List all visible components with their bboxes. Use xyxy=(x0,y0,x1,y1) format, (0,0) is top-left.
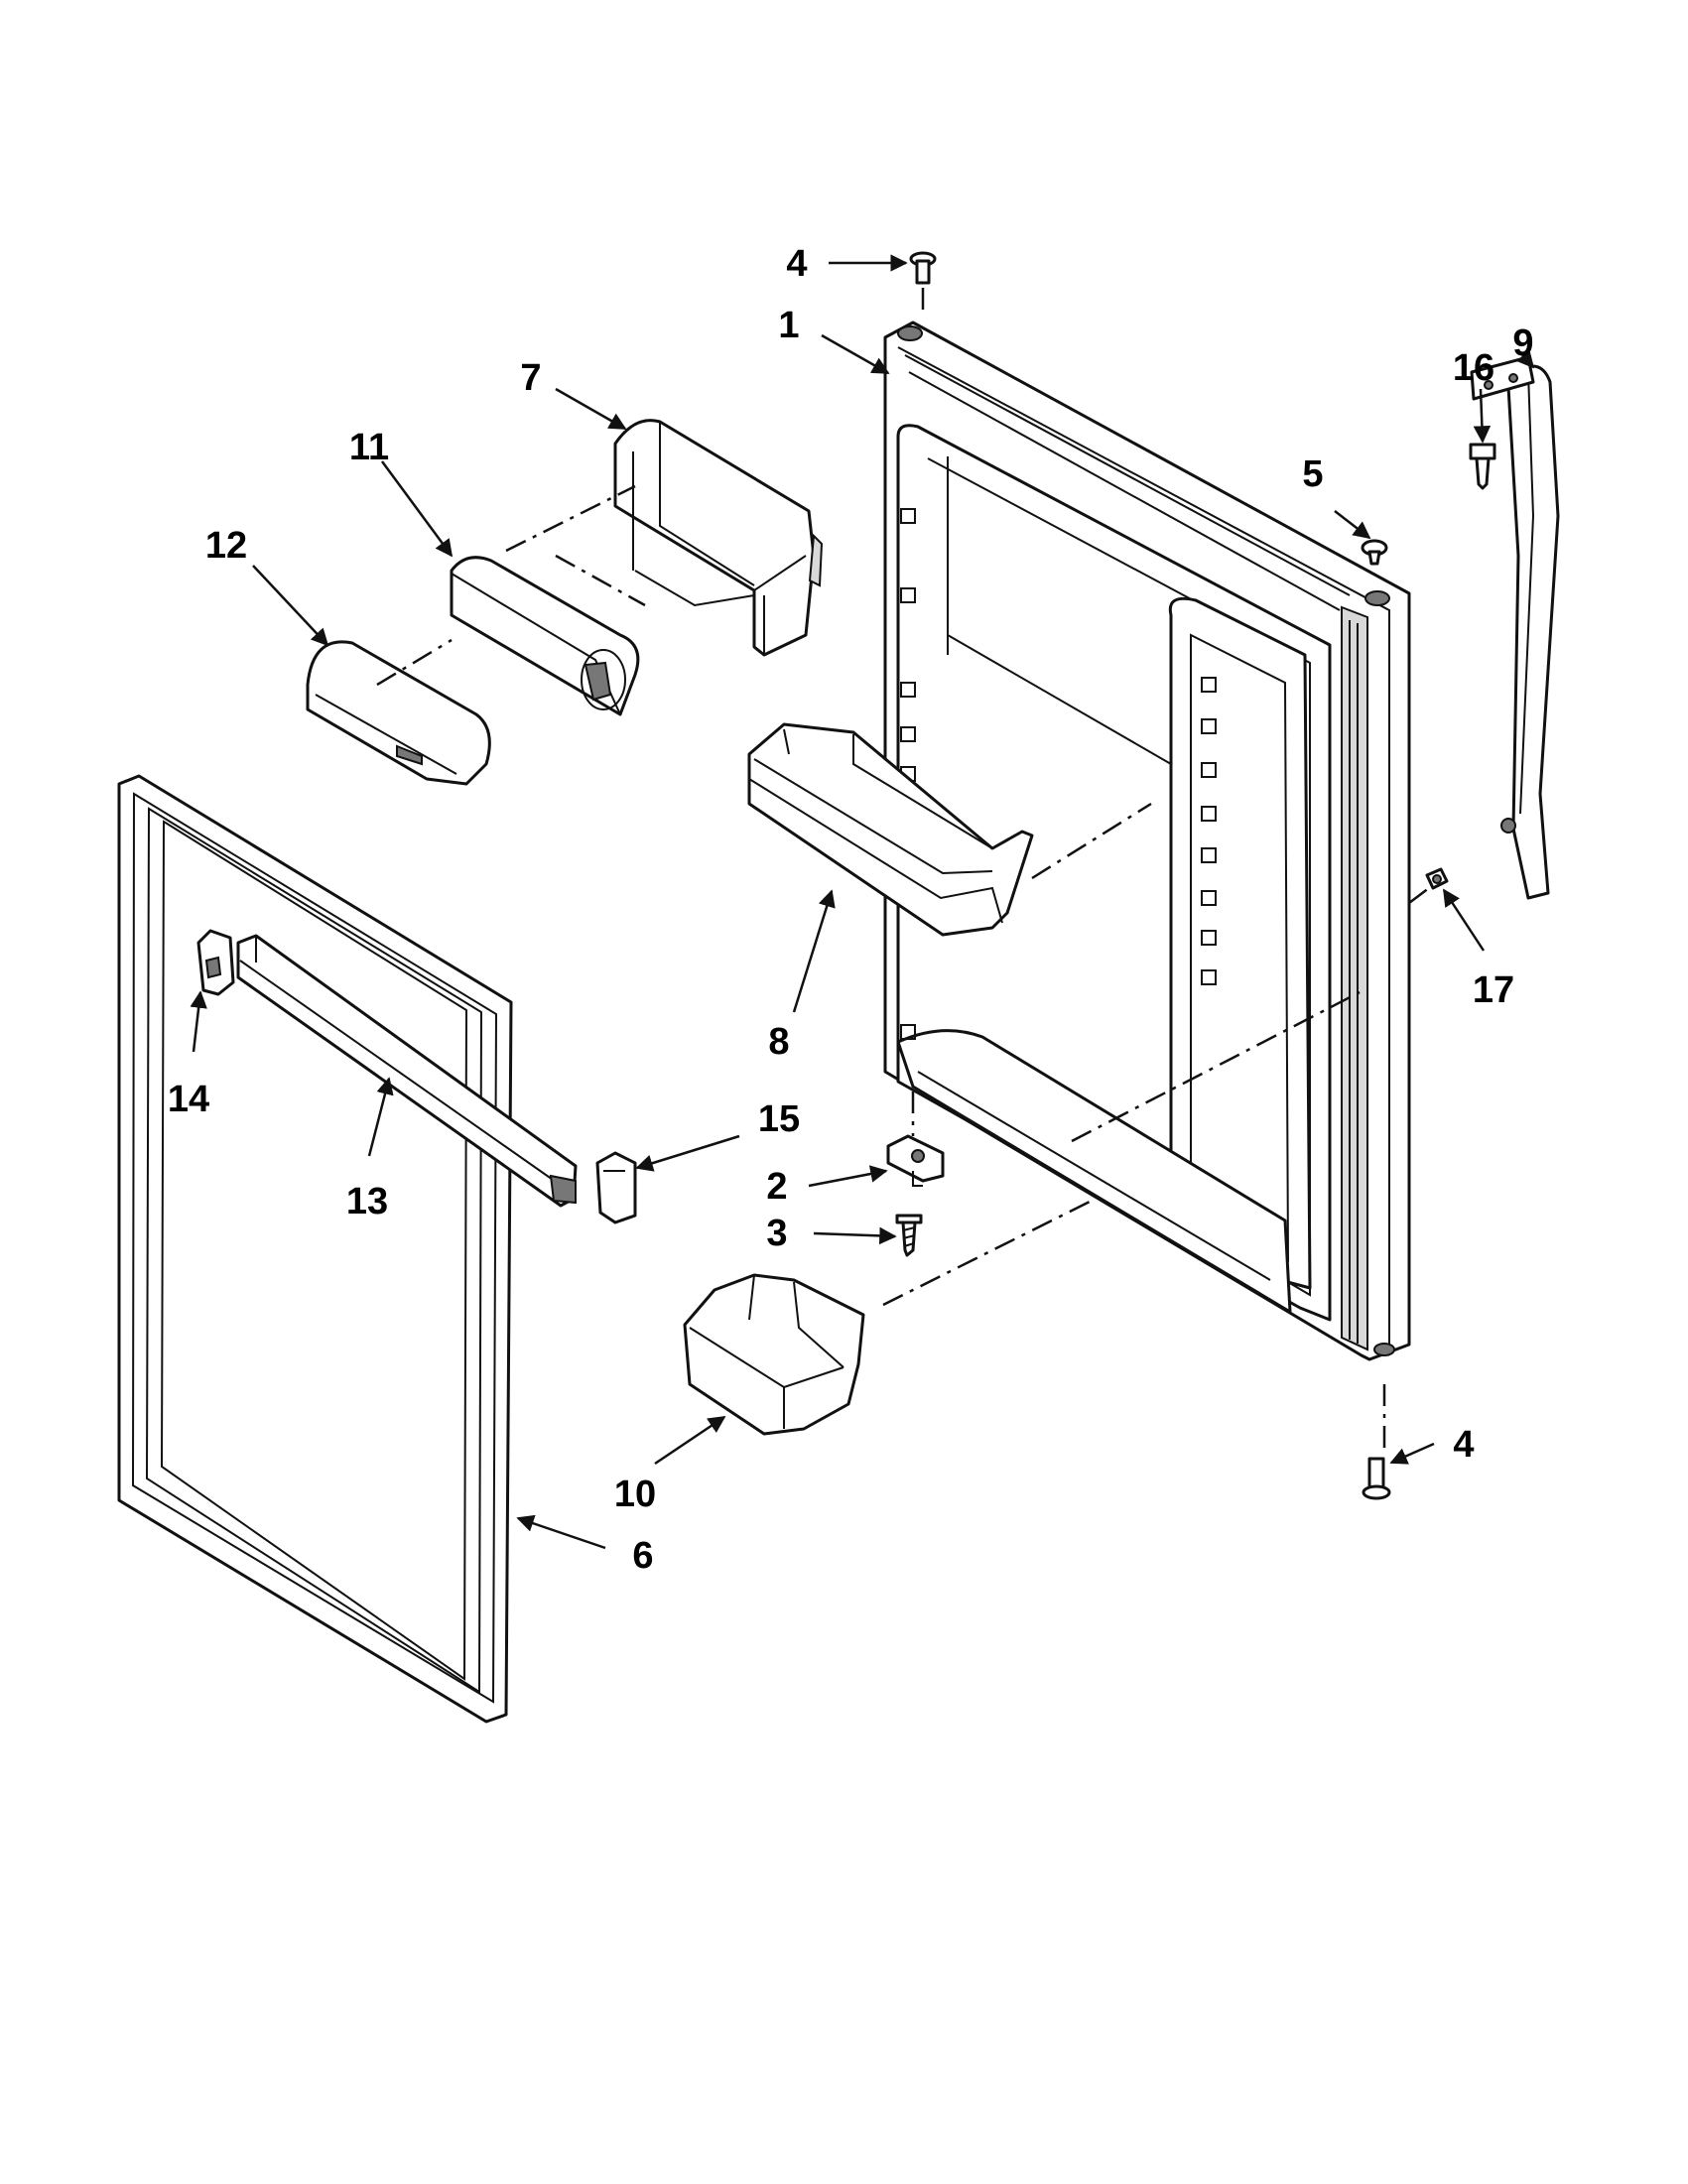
door-shelf-bin xyxy=(747,722,1034,937)
door-peg xyxy=(1201,969,1217,985)
door-peg xyxy=(1201,762,1217,778)
callout-4-top: 4 xyxy=(786,243,807,285)
callout-13: 13 xyxy=(346,1181,388,1222)
hinge-pin-bottom xyxy=(1362,1457,1391,1500)
callout-2: 2 xyxy=(766,1166,787,1208)
hinge-pin-top xyxy=(909,251,937,285)
callout-16: 16 xyxy=(1453,347,1494,389)
door-peg xyxy=(1201,890,1217,906)
callout-5: 5 xyxy=(1302,453,1323,495)
handle-screw xyxy=(1469,443,1496,490)
callout-11: 11 xyxy=(349,427,389,468)
hinge-screw xyxy=(895,1214,923,1257)
door-peg xyxy=(1201,806,1217,822)
trim-end-cap-left xyxy=(196,929,235,996)
trim-end-cap-right xyxy=(595,1151,637,1224)
callout-3: 3 xyxy=(766,1213,787,1254)
door-gasket xyxy=(117,774,513,1724)
dairy-bin xyxy=(450,556,640,716)
callout-labels: 1 2 3 4 4 5 6 7 8 9 10 11 12 13 14 15 16… xyxy=(168,243,1534,1577)
door-peg xyxy=(900,1024,916,1040)
door-peg xyxy=(1201,930,1217,946)
callout-4-bottom: 4 xyxy=(1453,1424,1474,1466)
callout-10: 10 xyxy=(614,1474,656,1515)
callout-6: 6 xyxy=(632,1535,653,1577)
callout-9: 9 xyxy=(1512,322,1533,364)
callout-15: 15 xyxy=(758,1098,800,1140)
door-bin-housing xyxy=(613,419,824,657)
callout-1: 1 xyxy=(778,305,799,346)
handle-stud xyxy=(1425,867,1449,890)
door-peg xyxy=(900,682,916,698)
callout-14: 14 xyxy=(168,1079,209,1120)
door-peg xyxy=(900,726,916,742)
door-peg xyxy=(900,587,916,603)
door-pegs xyxy=(900,508,1217,1040)
door-peg xyxy=(1201,677,1217,693)
callout-8: 8 xyxy=(768,1021,789,1063)
door-peg xyxy=(1201,847,1217,863)
door-assembly xyxy=(883,321,1411,1361)
lower-door-bin xyxy=(683,1273,865,1436)
callout-17: 17 xyxy=(1473,969,1514,1011)
door-peg xyxy=(900,508,916,524)
callout-12: 12 xyxy=(205,525,247,567)
lower-hinge xyxy=(886,1134,945,1187)
leader-lines xyxy=(190,254,1535,1550)
callout-7: 7 xyxy=(520,357,541,399)
hinge-pin-cap xyxy=(1361,539,1388,566)
shelf-trim xyxy=(236,934,578,1208)
bin-cover xyxy=(306,640,491,786)
door-peg xyxy=(1201,718,1217,734)
door-handle xyxy=(1470,355,1560,900)
alignment-lines xyxy=(376,288,1430,1449)
